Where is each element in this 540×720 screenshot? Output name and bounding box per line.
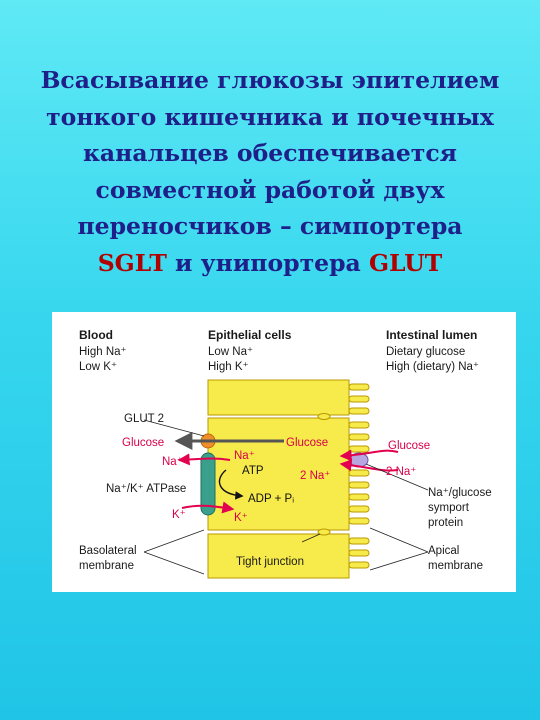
upper-epithelial-cell [207,379,350,416]
title-line-1: Всасывание глюкозы эпителием [40,66,500,94]
title-line-5: переносчиков – симпортера [77,212,463,240]
k-blood-label: K⁺ [172,509,186,521]
glucose-symport-arrow [339,449,399,462]
two-na-lumen-label: 2 Na⁺ [386,466,416,478]
apical-pointer-2 [369,551,429,571]
slide-title: Всасывание глюкозы эпителием тонкого киш… [20,62,520,281]
glucose-cell-label: Glucose [286,437,328,449]
basolateral-pointer-1 [143,529,205,553]
adp-label: ADP + Pᵢ [248,493,294,505]
cells-line-2: High K⁺ [208,361,249,373]
atp-label: ATP [242,465,264,477]
transport-diagram: Blood High Na⁺ Low K⁺ Epithelial cells L… [79,328,492,579]
tight-junction-label: Tight junction [236,556,304,568]
glucose-lumen-label: Glucose [388,440,430,452]
glut2-pointer [143,419,205,437]
cells-title: Epithelial cells [208,328,292,342]
atp-hydrolysis-arrow [218,469,244,500]
blood-title: Blood [79,328,113,342]
basolateral-line-1: Basolateral [79,545,137,557]
blood-line-2: Low K⁺ [79,361,117,373]
title-line-2: тонкого кишечника и почечных [46,102,494,131]
symport-line-1: Na⁺/glucose [428,487,492,499]
title-glut: GLUT [368,248,443,277]
tight-junction-upper [317,413,331,420]
title-mid: и унипортера [166,248,369,277]
title-line-4: совместной работой двух [95,175,445,204]
symport-pointer [365,463,429,491]
glucose-blood-label: Glucose [122,437,164,449]
na-out-arrow [177,453,231,466]
title-sglt: SGLT [97,248,167,277]
glut2-label: GLUT 2 [124,413,164,425]
blood-line-1: High Na⁺ [79,346,127,358]
na-k-atpase-pump [200,452,216,516]
atpase-label: Na⁺/K⁺ ATPase [106,483,186,495]
lumen-title: Intestinal lumen [386,328,477,342]
title-line-3: канальцев обеспечивается [82,139,458,167]
k-in-arrow [181,501,235,514]
lumen-line-1: Dietary glucose [386,346,465,358]
cells-line-1: Low Na⁺ [208,346,253,358]
lower-epithelial-cell [207,533,350,579]
apical-line-1: Apical [428,545,459,557]
na-blood-label: Na⁺ [162,456,183,468]
two-na-cell-label: 2 Na⁺ [300,470,330,482]
na-cell-label: Na⁺ [234,450,255,462]
basolateral-pointer-2 [143,551,205,575]
na-symport-arrow [339,459,399,472]
symport-line-2: symport [428,502,470,514]
symport-line-3: protein [428,517,463,529]
tight-junction-lower [317,528,331,536]
apical-pointer-1 [369,527,429,553]
k-cell-label: K⁺ [234,512,248,524]
transport-figure: Blood High Na⁺ Low K⁺ Epithelial cells L… [52,312,516,592]
tight-junction-pointer [301,533,321,543]
lumen-line-2: High (dietary) Na⁺ [386,361,479,373]
apical-line-2: membrane [428,560,483,572]
microvilli [348,383,370,569]
basolateral-line-2: membrane [79,560,134,572]
